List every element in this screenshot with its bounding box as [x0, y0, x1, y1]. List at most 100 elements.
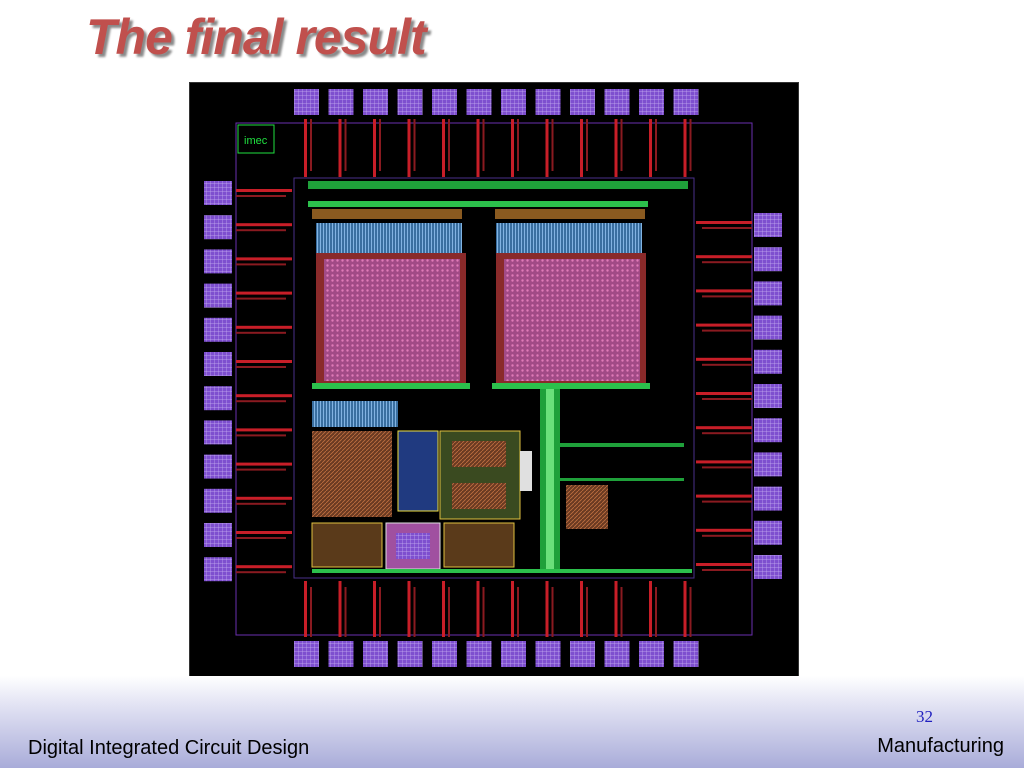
pad-trace [696, 563, 752, 566]
bond-pad [673, 641, 699, 667]
pad-trace [236, 195, 286, 197]
pad-trace [482, 119, 485, 171]
bond-pad [466, 89, 492, 115]
pad-trace [649, 119, 652, 177]
pad-trace [586, 587, 588, 637]
pad-trace [696, 255, 752, 259]
bond-pad [204, 386, 232, 411]
pad-trace [379, 587, 381, 637]
bond-pad [754, 555, 782, 579]
pad-trace [511, 581, 514, 637]
pad-trace [655, 119, 657, 171]
bond-pad [754, 349, 782, 374]
pad-trace [310, 119, 312, 171]
pad-trace [696, 460, 752, 464]
pad-trace [442, 119, 445, 177]
bond-pad [570, 641, 595, 667]
pad-trace [702, 261, 752, 264]
pad-trace [517, 119, 519, 171]
pad-trace [442, 581, 445, 637]
bond-pad [204, 215, 232, 240]
pad-trace [702, 466, 752, 469]
bond-pad [501, 89, 526, 115]
pad-trace [236, 229, 286, 232]
pad-trace [614, 581, 618, 637]
bond-pad [754, 281, 782, 306]
bond-pad [204, 352, 232, 376]
pad-trace [545, 119, 549, 177]
pad-trace [236, 366, 286, 368]
pad-trace [407, 581, 411, 637]
pad-trace [702, 569, 752, 571]
pad-trace [236, 468, 286, 471]
analog-block-left [312, 431, 392, 517]
pad-trace [614, 119, 618, 177]
pad-trace [236, 531, 292, 534]
pad-trace [338, 581, 342, 637]
pad-trace [236, 462, 292, 466]
bond-pad [397, 641, 423, 667]
pad-trace [702, 500, 752, 503]
bond-pad [570, 89, 595, 115]
bond-pad [328, 89, 354, 115]
pad-trace [236, 360, 292, 363]
pad-trace [344, 119, 347, 171]
bond-pad [432, 641, 457, 667]
pad-trace [413, 587, 416, 637]
pad-trace [236, 394, 292, 398]
bond-pads [204, 89, 782, 667]
imec-logo-text: imec [244, 135, 268, 147]
pad-trace [407, 119, 411, 177]
footer-course-title: Digital Integrated Circuit Design [28, 737, 310, 759]
pad-trace [696, 221, 752, 224]
bond-pad [432, 89, 457, 115]
bond-pad [204, 181, 232, 205]
bond-pad [754, 315, 782, 340]
bond-pad [204, 249, 232, 274]
pad-trace [696, 494, 752, 498]
pad-trace [304, 581, 307, 637]
bond-pad [639, 89, 664, 115]
bond-pad [363, 641, 388, 667]
bond-pad [204, 454, 232, 479]
bond-pad [204, 557, 232, 582]
bond-pad [639, 641, 664, 667]
pad-trace [580, 119, 583, 177]
pad-traces [236, 119, 752, 637]
pad-trace [696, 392, 752, 395]
pad-trace [689, 587, 692, 637]
pad-trace [236, 400, 286, 403]
pad-trace [580, 581, 583, 637]
bond-pad [754, 247, 782, 272]
pad-trace [448, 119, 450, 171]
pad-trace [620, 119, 623, 171]
bond-pad [604, 89, 630, 115]
footer-band [0, 676, 1024, 768]
chip-layout-figure: imec [189, 82, 799, 684]
bond-pad [466, 641, 492, 667]
pad-trace [696, 323, 752, 327]
bond-pad [204, 317, 232, 342]
pad-trace [448, 587, 450, 637]
die-boundary [235, 122, 753, 636]
right-memory-core [504, 259, 640, 381]
bond-pad [754, 213, 782, 237]
bond-pad [397, 89, 423, 115]
bond-pad [754, 418, 782, 443]
right-core-header [496, 223, 642, 253]
pad-trace [683, 119, 687, 177]
pad-trace [236, 571, 286, 574]
pad-trace [236, 325, 292, 329]
pad-trace [236, 189, 292, 192]
bond-pad [754, 520, 782, 545]
pad-trace [586, 119, 588, 171]
pad-trace [373, 119, 376, 177]
bond-pad [204, 283, 232, 308]
pad-trace [696, 528, 752, 532]
left-memory-core [324, 259, 460, 381]
pad-trace [413, 119, 416, 171]
imec-logo [237, 124, 275, 154]
pad-trace [620, 587, 623, 637]
page-number: 32 [916, 707, 933, 726]
pad-trace [476, 581, 480, 637]
